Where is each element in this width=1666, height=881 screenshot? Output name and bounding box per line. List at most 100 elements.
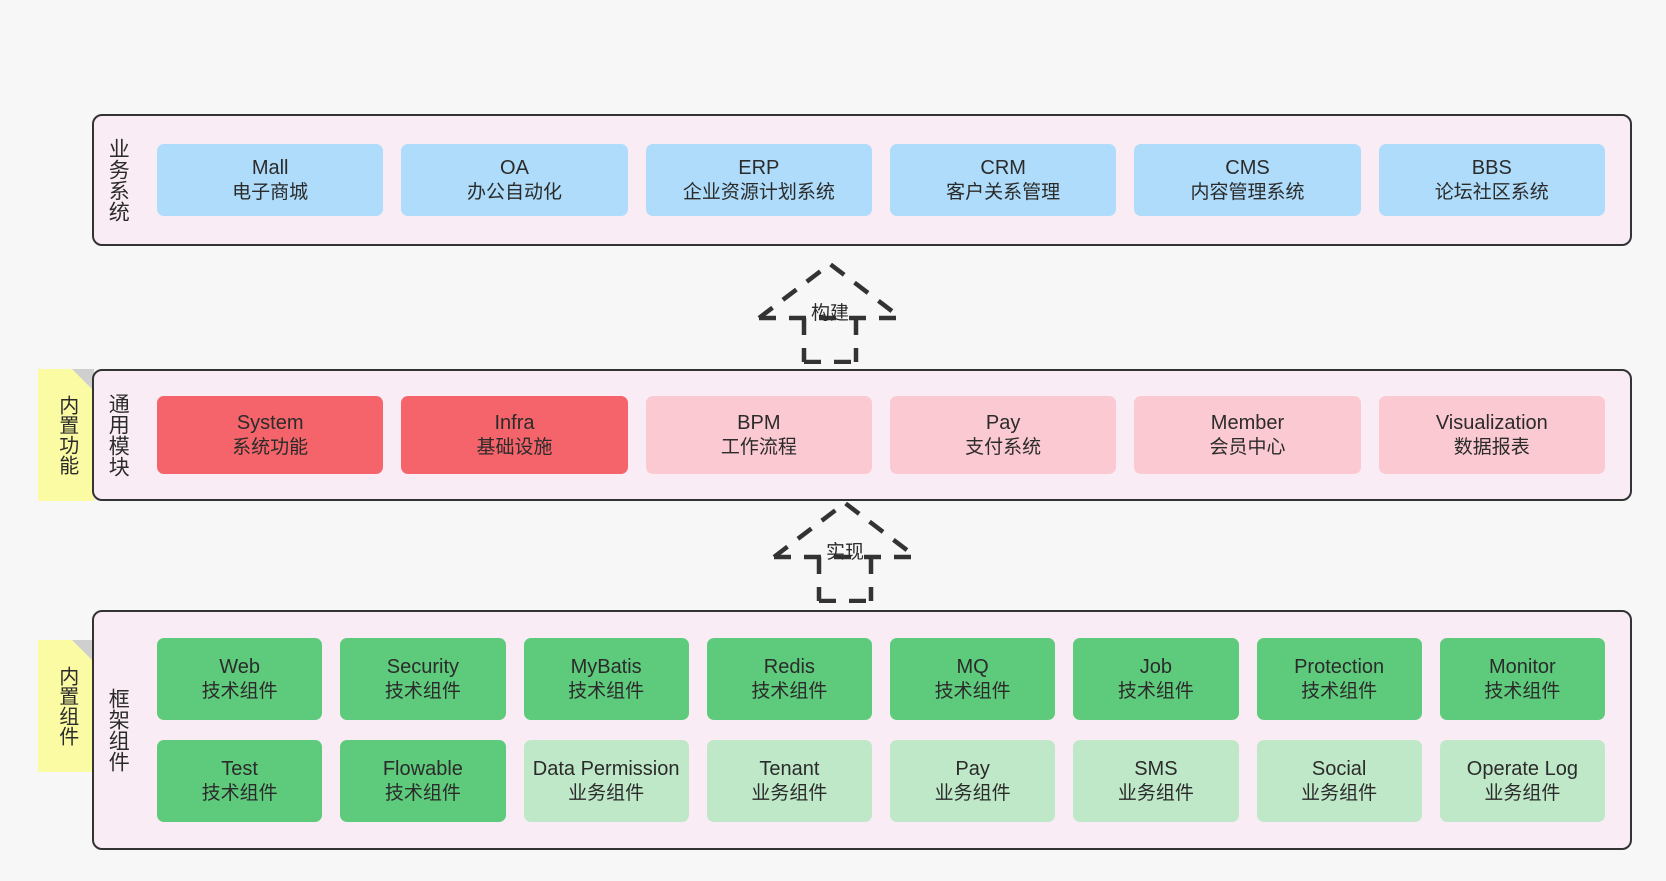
box-social[interactable]: Social 业务组件 (1256, 740, 1422, 822)
box-subtitle: 技术组件 (201, 680, 278, 702)
box-sms[interactable]: SMS 业务组件 (1073, 740, 1239, 822)
box-system[interactable]: System 系统功能 (157, 396, 384, 474)
box-subtitle: 技术组件 (1117, 680, 1194, 702)
box-title: Infra (494, 412, 535, 435)
box-title: System (236, 412, 304, 435)
box-job[interactable]: Job 技术组件 (1073, 638, 1239, 720)
box-title: Tenant (759, 758, 820, 781)
box-cell: Protection 技术组件 (1256, 638, 1422, 720)
box-cell: Web 技术组件 (157, 638, 323, 720)
layer-body-common-modules: System 系统功能 Infra 基础设施 BPM 工作流程 (140, 371, 1630, 499)
box-title: Test (221, 758, 258, 781)
box-pay-module[interactable]: Pay 支付系统 (889, 396, 1117, 474)
box-cell: Mall 电子商城 (157, 144, 384, 216)
box-title: CMS (1225, 157, 1270, 180)
arrow-build: 构建 (755, 258, 905, 365)
box-cell: Test 技术组件 (157, 740, 323, 822)
box-cell: Security 技术组件 (340, 638, 506, 720)
sticky-note-label: 内置组件 (55, 666, 78, 746)
box-erp[interactable]: ERP 企业资源计划系统 (645, 144, 872, 216)
box-data-permission[interactable]: Data Permission 业务组件 (523, 740, 689, 822)
box-cell: CMS 内容管理系统 (1134, 144, 1361, 216)
layer-title-common-modules: 通用模块 (106, 393, 130, 477)
box-title: Job (1139, 656, 1172, 679)
box-cell: ERP 企业资源计划系统 (645, 144, 872, 216)
box-cell: Social 业务组件 (1256, 740, 1422, 822)
box-cell: CRM 客户关系管理 (889, 144, 1117, 216)
arrow-implement-label: 实现 (826, 542, 865, 563)
box-bpm[interactable]: BPM 工作流程 (645, 396, 872, 474)
layer-common-modules: 通用模块 System 系统功能 Infra 基础设施 (92, 369, 1632, 501)
box-subtitle: 数据报表 (1453, 436, 1530, 458)
box-subtitle: 业务组件 (934, 782, 1011, 804)
box-subtitle: 支付系统 (965, 436, 1042, 458)
box-operate-log[interactable]: Operate Log 业务组件 (1439, 740, 1605, 822)
box-cell: Redis 技术组件 (706, 638, 872, 720)
box-crm[interactable]: CRM 客户关系管理 (889, 144, 1117, 216)
box-visualization[interactable]: Visualization 数据报表 (1378, 396, 1605, 474)
box-bbs[interactable]: BBS 论坛社区系统 (1378, 144, 1605, 216)
box-cell: Operate Log 业务组件 (1439, 740, 1605, 822)
box-cell: Pay 业务组件 (890, 740, 1056, 822)
layer-body-business-systems: Mall 电子商城 OA 办公自动化 ERP 企业资源计划系统 (140, 116, 1630, 244)
arrow-implement: 实现 (770, 497, 920, 604)
layer-framework-components: 框架组件 Web 技术组件 Security 技术组件 (92, 610, 1632, 850)
arrow-implement-icon (772, 500, 918, 604)
sticky-fold-icon (72, 369, 94, 391)
box-title: Protection (1294, 656, 1385, 679)
box-subtitle: 会员中心 (1209, 436, 1286, 458)
box-subtitle: 业务组件 (751, 782, 828, 804)
box-row: Web 技术组件 Security 技术组件 MyBatis 技术组件 (148, 638, 1614, 720)
box-tenant[interactable]: Tenant 业务组件 (706, 740, 872, 822)
box-cell: Visualization 数据报表 (1378, 396, 1605, 474)
box-title: Pay (955, 758, 990, 781)
box-title: Operate Log (1466, 758, 1578, 781)
layer-business-systems: 业务系统 Mall 电子商城 OA 办公自动化 ERP (92, 114, 1632, 246)
box-cell: BBS 论坛社区系统 (1378, 144, 1605, 216)
box-mq[interactable]: MQ 技术组件 (890, 638, 1056, 720)
box-subtitle: 业务组件 (1301, 782, 1378, 804)
box-subtitle: 内容管理系统 (1190, 181, 1305, 203)
box-member[interactable]: Member 会员中心 (1134, 396, 1361, 474)
box-cell: Monitor 技术组件 (1439, 638, 1605, 720)
box-cell: MQ 技术组件 (890, 638, 1056, 720)
box-web[interactable]: Web 技术组件 (157, 638, 323, 720)
sticky-note-builtin-features: 内置功能 (38, 369, 94, 501)
box-subtitle: 业务组件 (568, 782, 645, 804)
box-subtitle: 客户关系管理 (946, 181, 1061, 203)
box-title: Social (1311, 758, 1367, 781)
box-mybatis[interactable]: MyBatis 技术组件 (523, 638, 689, 720)
box-cell: Pay 支付系统 (889, 396, 1117, 474)
box-title: MyBatis (570, 656, 642, 679)
box-title: Pay (985, 412, 1021, 435)
box-protection[interactable]: Protection 技术组件 (1256, 638, 1422, 720)
box-row: Mall 电子商城 OA 办公自动化 ERP 企业资源计划系统 (148, 144, 1614, 216)
box-title: Web (219, 656, 260, 679)
box-monitor[interactable]: Monitor 技术组件 (1439, 638, 1605, 720)
sticky-note-label: 内置功能 (55, 395, 78, 475)
box-subtitle: 技术组件 (934, 680, 1011, 702)
box-infra[interactable]: Infra 基础设施 (401, 396, 628, 474)
box-subtitle: 电子商城 (232, 181, 309, 203)
box-title: Mall (251, 157, 289, 180)
box-flowable[interactable]: Flowable 技术组件 (340, 740, 506, 822)
box-security[interactable]: Security 技术组件 (340, 638, 506, 720)
box-subtitle: 技术组件 (1484, 680, 1561, 702)
box-redis[interactable]: Redis 技术组件 (706, 638, 872, 720)
box-cell: Infra 基础设施 (401, 396, 628, 474)
box-oa[interactable]: OA 办公自动化 (401, 144, 628, 216)
box-cell: BPM 工作流程 (645, 396, 872, 474)
layer-body-framework-components: Web 技术组件 Security 技术组件 MyBatis 技术组件 (140, 612, 1630, 848)
box-subtitle: 技术组件 (751, 680, 828, 702)
box-row: System 系统功能 Infra 基础设施 BPM 工作流程 (148, 396, 1614, 474)
box-pay-component[interactable]: Pay 业务组件 (890, 740, 1056, 822)
box-title: BPM (737, 412, 781, 435)
box-subtitle: 技术组件 (384, 782, 461, 804)
box-cms[interactable]: CMS 内容管理系统 (1134, 144, 1361, 216)
box-subtitle: 技术组件 (201, 782, 278, 804)
box-test[interactable]: Test 技术组件 (157, 740, 323, 822)
box-cell: Job 技术组件 (1073, 638, 1239, 720)
box-title: Data Permission (532, 758, 680, 781)
box-mall[interactable]: Mall 电子商城 (157, 144, 384, 216)
arrow-build-label: 构建 (811, 303, 850, 324)
